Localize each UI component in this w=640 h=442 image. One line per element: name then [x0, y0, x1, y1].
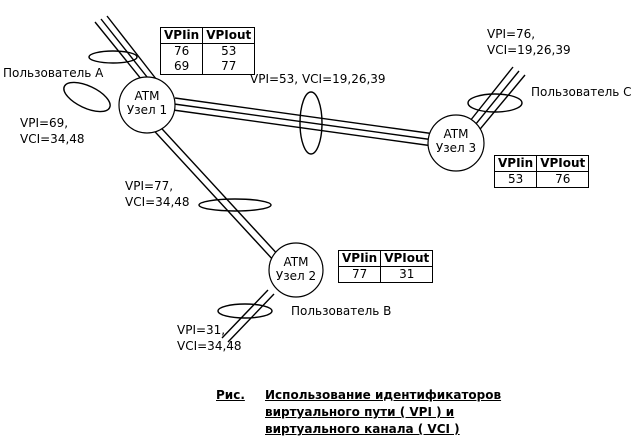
caption-line3: виртуального канала ( VCI ): [265, 422, 460, 436]
table-row: 76 53: [159, 43, 256, 59]
table-cell: 31: [380, 266, 434, 283]
vpi-table-node3: VPIin VPIout 53 76: [493, 155, 590, 188]
node1-line1: ATM: [134, 89, 160, 103]
table-header: VPIin: [159, 27, 204, 44]
user-b-vci-label: VCI=34,48: [177, 339, 242, 353]
user-c-vpi-label: VPI=76,: [487, 27, 536, 41]
node3-label: ATM Узел 3: [428, 127, 484, 155]
trunk-12-vpi-label: VPI=77,: [125, 179, 174, 193]
node3-line1: ATM: [443, 127, 469, 141]
trunk-12-vci-label: VCI=34,48: [125, 195, 190, 209]
vpi-table-node1: VPIin VPIout 76 53 69 77: [159, 27, 256, 75]
table-cell: 76: [159, 43, 204, 59]
bundle-ellipse-user-a-top: [88, 50, 138, 64]
bundle-ellipse-trunk-12: [198, 198, 272, 212]
user-a-vpi-label: VPI=69,: [20, 116, 69, 130]
bundle-ellipse-trunk-13: [299, 91, 323, 155]
atm-node-2: [268, 242, 324, 298]
link-user-c-node3: [465, 66, 526, 135]
table-cell: 69: [159, 59, 204, 75]
user-c-vci-label: VCI=19,26,39: [487, 43, 571, 57]
node2-line2: Узел 2: [275, 269, 317, 283]
table-row: 77 31: [337, 266, 434, 283]
table-cell: 53: [202, 43, 256, 59]
user-b-vpi-label: VPI=31,: [177, 323, 226, 337]
user-a-label: Пользователь А: [3, 66, 104, 80]
bundle-ellipse-user-b: [217, 303, 273, 319]
node2-line1: ATM: [283, 255, 309, 269]
table-cell: 77: [202, 59, 256, 75]
link-node1-node3: [172, 97, 436, 147]
node2-label: ATM Узел 2: [268, 255, 324, 283]
node3-line2: Узел 3: [435, 141, 477, 155]
caption-line2: виртуального пути ( VPI ) и: [265, 405, 455, 419]
table-header: VPIin: [337, 250, 382, 267]
node1-label: ATM Узел 1: [119, 89, 175, 117]
table-row: 53 76: [493, 171, 590, 188]
table-header: VPIin: [493, 155, 538, 172]
user-c-label: Пользователь С: [531, 85, 632, 99]
atm-node-3: [427, 114, 485, 172]
atm-node-1: [118, 76, 176, 134]
link-node1-node2: [145, 117, 282, 263]
user-a-vci-label: VCI=34,48: [20, 132, 85, 146]
bundle-ellipse-user-c: [467, 93, 523, 113]
trunk-13-label: VPI=53, VCI=19,26,39: [250, 72, 386, 86]
user-b-label: Пользователь В: [291, 304, 392, 318]
table-cell: 76: [536, 171, 590, 188]
table-header: VPIout: [536, 155, 590, 172]
node1-line2: Узел 1: [126, 103, 168, 117]
table-cell: 77: [337, 266, 382, 283]
table-cell: 53: [493, 171, 538, 188]
caption-prefix: Рис.: [216, 388, 245, 402]
table-row: 69 77: [159, 59, 256, 75]
vpi-table-node2: VPIin VPIout 77 31: [337, 250, 434, 283]
table-header: VPIout: [380, 250, 434, 267]
caption-line1: Использование идентификаторов: [265, 388, 502, 402]
bundle-ellipse-user-a: [63, 81, 111, 113]
table-header: VPIout: [202, 27, 256, 44]
